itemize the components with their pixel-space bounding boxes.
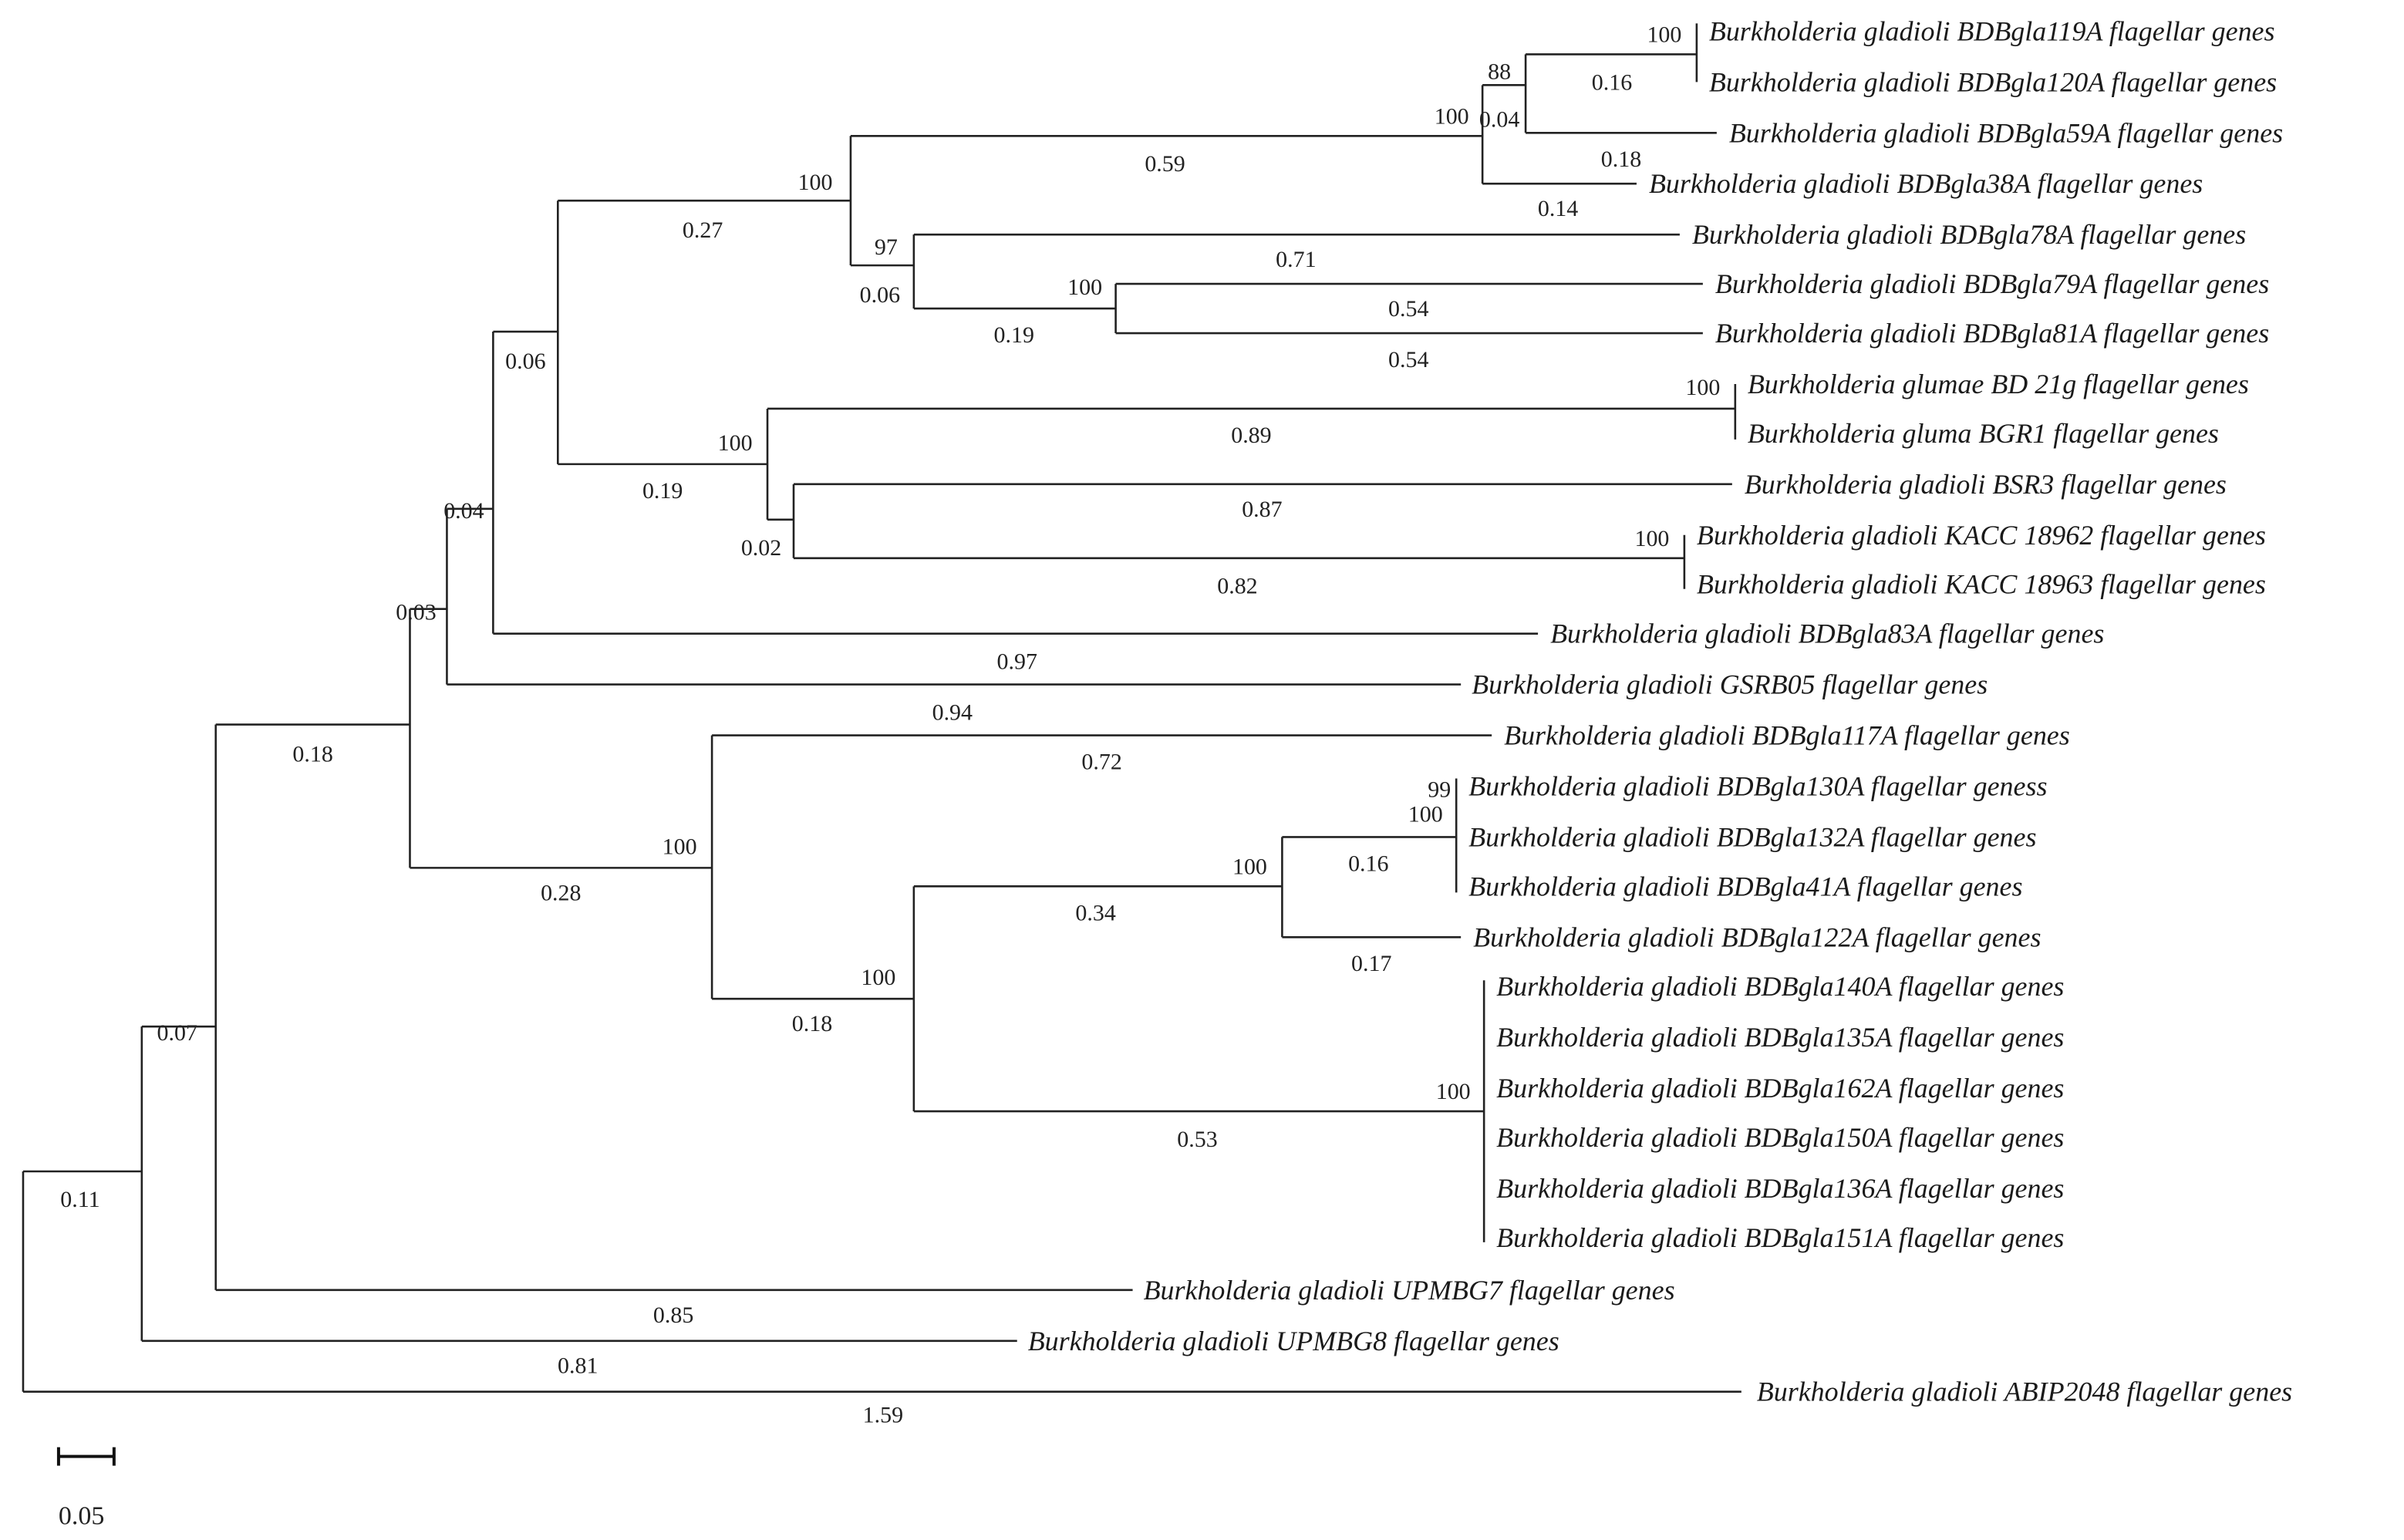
scale-bar: 0.05 — [56, 1447, 116, 1531]
taxon-label: Burkholderia gladioli GSRB05 flagellar g… — [1472, 669, 1988, 700]
branch-length-label: 0.87 — [1242, 497, 1282, 522]
branch-length-label: 0.14 — [1538, 196, 1578, 221]
branch-length-label: 0.03 — [396, 600, 436, 625]
bootstrap-value: 100 — [1408, 801, 1443, 827]
branch-length-label: 0.28 — [541, 880, 581, 905]
bootstrap-value: 100 — [718, 430, 753, 456]
branch-length-label: 0.18 — [292, 742, 332, 767]
leaf-labels: Burkholderia gladioli BDBgla119A flagell… — [1028, 15, 2292, 1407]
branch-length-labels: 0.16 0.04 0.18 0.14 0.59 0.27 0.06 0.71 0.19 0.54… — [60, 69, 1641, 1427]
taxon-label: Burkholderia gladioli BDBgla136A flagell… — [1496, 1173, 2064, 1204]
taxon-label: Burkholderia gladioli BDBgla81A flagella… — [1715, 318, 2269, 349]
taxon-label: Burkholderia gladioli BDBgla41A flagella… — [1468, 871, 2022, 901]
branch-length-label: 0.59 — [1145, 151, 1185, 177]
taxon-label: Burkholderia gladioli BDBgla130A flagell… — [1468, 770, 2047, 801]
bootstrap-labels: 1008810010097100100100100991001001001001… — [663, 22, 1721, 1104]
branch-length-label: 0.11 — [60, 1187, 99, 1212]
branch-length-label: 0.07 — [157, 1020, 197, 1046]
taxon-label: Burkholderia gladioli BDBgla132A flagell… — [1468, 821, 2036, 852]
taxon-label: Burkholderia gladioli KACC 18962 flagell… — [1697, 520, 2266, 551]
taxon-label: Burkholderia gladioli BDBgla83A flagella… — [1550, 618, 2104, 649]
branch-length-label: 0.97 — [997, 649, 1037, 675]
bootstrap-value: 100 — [1067, 275, 1102, 300]
taxon-label: Burkholderia gladioli BDBgla162A flagell… — [1496, 1073, 2064, 1104]
bootstrap-value: 88 — [1488, 59, 1511, 84]
taxon-label: Burkholderia gladioli BDBgla78A flagella… — [1692, 219, 2246, 250]
taxon-label: Burkholderia gladioli BSR3 flagellar gen… — [1745, 469, 2227, 500]
taxon-label: Burkholderia gladioli BDBgla151A flagell… — [1496, 1222, 2064, 1253]
branch-length-label: 0.89 — [1231, 423, 1271, 448]
bootstrap-value: 100 — [798, 170, 833, 195]
branch-length-label: 0.18 — [792, 1011, 832, 1036]
branch-length-label: 0.06 — [505, 349, 545, 374]
branch-length-label: 0.02 — [741, 535, 781, 561]
taxon-label: Burkholderia gladioli BDBgla150A flagell… — [1496, 1122, 2064, 1153]
taxon-label: Burkholderia gladioli BDBgla59A flagella… — [1729, 117, 2283, 148]
taxon-label: Burkholderia gladioli BDBgla119A flagell… — [1709, 15, 2275, 46]
branch-length-label: 0.19 — [642, 478, 683, 504]
taxon-label: Burkholderia gladioli BDBgla120A flagell… — [1709, 66, 2277, 97]
bootstrap-value: 97 — [875, 234, 898, 260]
branch-length-label: 0.04 — [443, 498, 484, 524]
taxon-label: Burkholderia gladioli BDBgla38A flagella… — [1649, 168, 2203, 199]
bootstrap-value: 99 — [1428, 777, 1451, 802]
branch-length-label: 0.19 — [994, 322, 1034, 348]
branch-length-label: 0.82 — [1217, 574, 1257, 599]
branch-length-label: 0.06 — [860, 282, 900, 308]
taxon-label: Burkholderia glumae BD 21g flagellar gen… — [1748, 369, 2249, 399]
branch-length-label: 0.16 — [1592, 69, 1632, 95]
branch-length-label: 0.16 — [1348, 851, 1388, 876]
bootstrap-value: 100 — [1232, 854, 1267, 879]
branch-length-label: 0.81 — [558, 1353, 598, 1379]
branch-length-label: 0.71 — [1276, 247, 1316, 272]
branch-length-label: 1.59 — [863, 1403, 903, 1428]
branch-length-label: 0.53 — [1177, 1127, 1217, 1152]
bootstrap-value: 100 — [663, 834, 697, 859]
taxon-label: Burkholderia gladioli UPMBG8 flagellar g… — [1028, 1326, 1559, 1356]
branch-length-label: 0.54 — [1388, 296, 1428, 322]
branch-length-label: 0.04 — [1479, 106, 1519, 132]
branch-length-label: 0.54 — [1388, 347, 1428, 372]
bootstrap-value: 100 — [1647, 22, 1681, 47]
branch-length-label: 0.18 — [1601, 147, 1641, 172]
bootstrap-value: 100 — [1435, 103, 1469, 129]
bootstrap-value: 100 — [1685, 375, 1720, 400]
taxon-label: Burkholderia gladioli BDBgla117A flagell… — [1504, 720, 2070, 751]
branch-length-label: 0.17 — [1351, 951, 1391, 976]
branch-length-label: 0.27 — [683, 217, 723, 243]
taxon-label: Burkholderia gluma BGR1 flagellar genes — [1748, 418, 2219, 449]
taxon-label: Burkholderia gladioli UPMBG7 flagellar g… — [1144, 1275, 1675, 1306]
taxon-label: Burkholderia gladioli BDBgla140A flagell… — [1496, 971, 2064, 1002]
scale-bar-label: 0.05 — [59, 1502, 104, 1531]
branch-length-label: 0.94 — [932, 700, 973, 726]
bootstrap-value: 100 — [861, 965, 895, 990]
branch-length-label: 0.34 — [1075, 900, 1115, 925]
taxon-label: Burkholderia gladioli BDBgla122A flagell… — [1473, 922, 2041, 952]
branch-length-label: 0.85 — [653, 1302, 693, 1328]
taxon-label: Burkholderia gladioli BDBgla79A flagella… — [1715, 268, 2269, 299]
taxon-label: Burkholderia gladioli ABIP2048 flagellar… — [1757, 1377, 2292, 1407]
bootstrap-value: 100 — [1634, 526, 1669, 551]
branch-length-label: 0.72 — [1081, 750, 1121, 775]
bootstrap-value: 100 — [1436, 1079, 1471, 1104]
taxon-label: Burkholderia gladioli KACC 18963 flagell… — [1697, 569, 2266, 600]
taxon-label: Burkholderia gladioli BDBgla135A flagell… — [1496, 1022, 2064, 1053]
tree-branches — [22, 23, 1741, 1393]
